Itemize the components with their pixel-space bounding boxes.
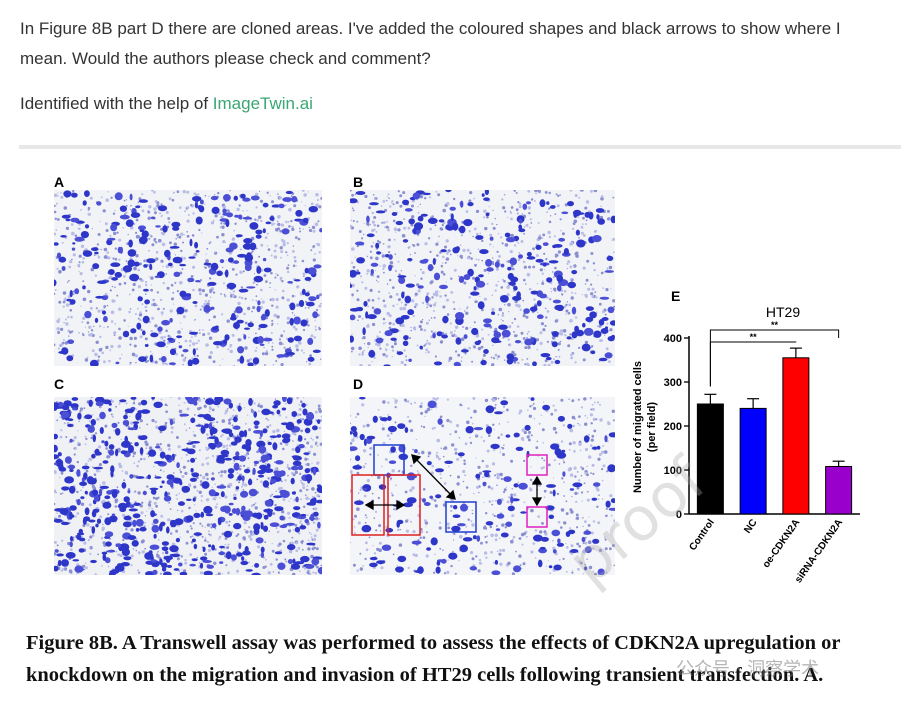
identified-line: Identified with the help of ImageTwin.ai bbox=[20, 94, 313, 114]
significance-bracket bbox=[709, 329, 840, 387]
x-tick-label: Control bbox=[687, 517, 717, 553]
identified-prefix: Identified with the help of bbox=[20, 94, 213, 113]
y-tick-label: 100 bbox=[664, 465, 682, 477]
clone-annotations bbox=[351, 444, 548, 536]
bar-nc bbox=[739, 407, 767, 515]
panel-letter-b: B bbox=[353, 174, 364, 190]
comment-line-2: mean. Would the authors please check and… bbox=[20, 49, 431, 68]
diagonal-arrow bbox=[411, 454, 456, 500]
micrograph-a bbox=[54, 190, 322, 366]
significance-label: ** bbox=[750, 332, 758, 342]
magenta-box-2 bbox=[526, 506, 548, 528]
y-tick-label: 400 bbox=[664, 333, 682, 345]
bar-chart-e: HT29 Number of migrated cells(per field)… bbox=[632, 304, 860, 585]
bar-oe-cdkn2a bbox=[782, 357, 810, 515]
blue-box-1 bbox=[373, 444, 405, 476]
comment-line-1: In Figure 8B part D there are cloned are… bbox=[20, 19, 841, 38]
caption-line-1: Figure 8B. A Transwell assay was perform… bbox=[26, 632, 841, 654]
significance-label: ** bbox=[771, 320, 779, 330]
x-tick-label: oe-CDKN2A bbox=[761, 517, 803, 570]
x-tick-label: NC bbox=[742, 517, 759, 535]
y-axis-label: Number of migrated cells(per field) bbox=[632, 361, 658, 493]
chart-title: HT29 bbox=[766, 304, 800, 320]
panel-letter-a: A bbox=[54, 174, 65, 190]
panel-letter-e: E bbox=[671, 288, 681, 304]
y-tick-label: 300 bbox=[664, 377, 682, 389]
bar-sirna-cdkn2a bbox=[825, 465, 853, 515]
y-tick-label: 0 bbox=[676, 509, 682, 521]
figure-caption: Figure 8B. A Transwell assay was perform… bbox=[26, 627, 906, 691]
panel-letter-d: D bbox=[353, 376, 364, 392]
micrograph-b bbox=[350, 190, 615, 366]
y-tick-label: 200 bbox=[664, 421, 682, 433]
panel-letter-c: C bbox=[54, 376, 65, 392]
comment-text: In Figure 8B part D there are cloned are… bbox=[20, 14, 900, 74]
blue-box-2 bbox=[445, 501, 477, 533]
x-tick-label: siRNA-CDKN2A bbox=[793, 517, 845, 585]
wechat-watermark: 公众号 · 洞察学术 bbox=[676, 659, 820, 680]
divider bbox=[19, 145, 901, 149]
magenta-box-1 bbox=[526, 454, 548, 476]
micrograph-c bbox=[54, 397, 322, 575]
imagetwin-link[interactable]: ImageTwin.ai bbox=[212, 94, 313, 113]
bar-control bbox=[696, 403, 724, 515]
caption-line-2: knockdown on the migration and invasion … bbox=[26, 664, 824, 686]
